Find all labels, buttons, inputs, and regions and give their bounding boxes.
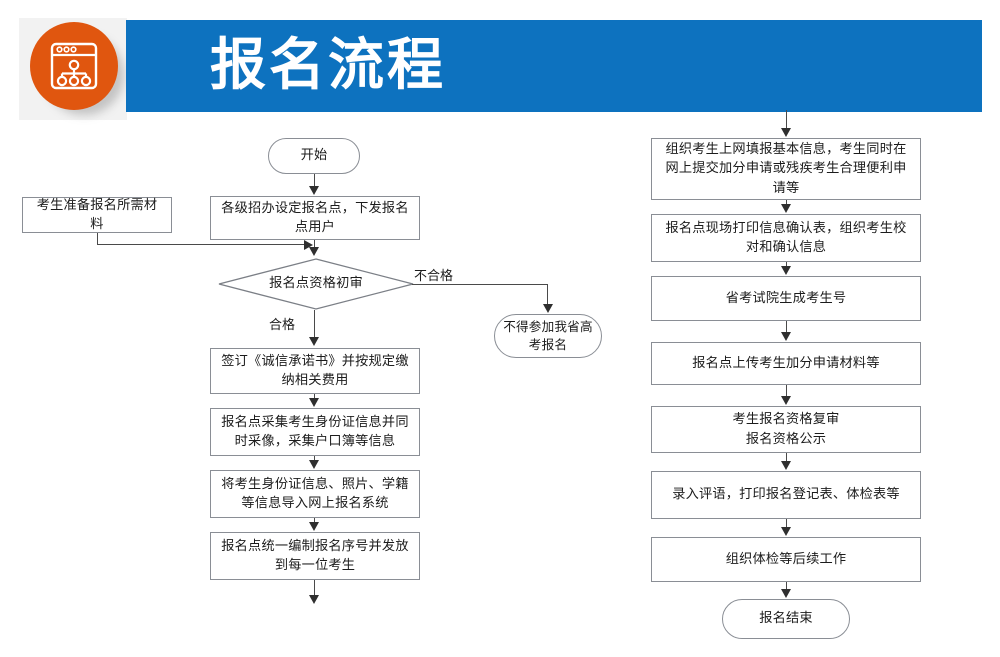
arrowhead-assign-to-next-column <box>309 595 319 604</box>
connector-set-points-to-decision <box>313 240 315 247</box>
arrowhead-prepare-join <box>304 239 313 250</box>
flow-node-first-review-label: 报名点资格初审 <box>269 276 363 292</box>
page-header: 报名流程 <box>0 0 1000 126</box>
flow-node-upload-bonus: 报名点上传考生加分申请材料等 <box>651 342 921 385</box>
flow-node-generate-no: 省考试院生成考生号 <box>651 276 921 321</box>
arrowhead-generate-to-upload <box>781 332 791 341</box>
arrowhead-fill-to-print <box>781 204 791 213</box>
connector-print-to-generate <box>785 262 787 267</box>
flow-node-sign-pledge: 签订《诚信承诺书》并按规定缴纳相关费用 <box>210 348 420 394</box>
org-chart-window-icon <box>30 22 118 110</box>
arrowhead-comments-to-organize <box>781 527 791 536</box>
arrowhead-entry-to-fill-online <box>781 128 791 137</box>
arrowhead-review-to-comments <box>781 461 791 470</box>
connector-fail-down <box>547 283 549 305</box>
connector-decision-pass <box>313 310 315 337</box>
flow-node-reject: 不得参加我省高考报名 <box>494 314 602 358</box>
connector-assign-to-next-column <box>313 580 315 596</box>
connector-prepare-right <box>97 243 305 245</box>
connector-organize-to-end <box>785 582 787 590</box>
flow-node-re-review: 考生报名资格复审 报名资格公示 <box>651 406 921 453</box>
flow-node-enter-comments: 录入评语，打印报名登记表、体检表等 <box>651 471 921 519</box>
arrowhead-import-to-assign <box>309 522 319 531</box>
flow-node-import-data: 将考生身份证信息、照片、学籍等信息导入网上报名系统 <box>210 470 420 518</box>
header-title-bar: 报名流程 <box>126 20 982 112</box>
flow-node-start: 开始 <box>268 138 360 174</box>
connector-comments-to-organize <box>785 519 787 528</box>
flow-node-end: 报名结束 <box>722 599 850 639</box>
flow-node-assign-no: 报名点统一编制报名序号并发放到每一位考生 <box>210 532 420 580</box>
connector-entry-to-fill-online <box>785 110 787 129</box>
flow-node-organize-exam: 组织体检等后续工作 <box>651 537 921 582</box>
connector-prepare-down <box>97 233 99 244</box>
connector-upload-to-review <box>785 385 787 397</box>
connector-import-to-assign <box>313 518 315 523</box>
edge-label-pass: 合格 <box>269 318 296 333</box>
flow-node-prepare-materials: 考生准备报名所需材料 <box>22 197 172 233</box>
arrowhead-organize-to-end <box>781 589 791 598</box>
flow-node-fill-online: 组织考生上网填报基本信息，考生同时在网上提交加分申请或残疾考生合理便利申请等 <box>651 138 921 200</box>
arrowhead-sign-to-collect <box>309 398 319 407</box>
flow-node-first-review: 报名点资格初审 <box>218 258 414 310</box>
arrowhead-print-to-generate <box>781 266 791 275</box>
arrowhead-upload-to-review <box>781 396 791 405</box>
page-title: 报名流程 <box>210 33 446 98</box>
connector-start-to-set-points <box>313 174 315 187</box>
connector-review-to-comments <box>785 453 787 462</box>
connector-fill-to-print <box>785 200 787 205</box>
arrowhead-collect-to-import <box>309 460 319 469</box>
connector-collect-to-import <box>313 456 315 461</box>
edge-label-fail: 不合格 <box>414 269 454 284</box>
connector-sign-to-collect <box>313 394 315 399</box>
flowchart: 开始 各级招办设定报名点，下发报名点用户 报名点资格初审 签订《诚信承诺书》并按… <box>0 110 1000 657</box>
flow-node-print-confirm: 报名点现场打印信息确认表，组织考生校对和确认信息 <box>651 214 921 262</box>
arrowhead-set-points-to-decision <box>309 247 319 256</box>
arrowhead-fail-to-reject <box>543 304 553 313</box>
connector-generate-to-upload <box>785 321 787 333</box>
flow-node-collect-id: 报名点采集考生身份证信息并同时采像，采集户口簿等信息 <box>210 408 420 456</box>
flow-node-set-points: 各级招办设定报名点，下发报名点用户 <box>210 196 420 240</box>
arrowhead-start-to-set-points <box>309 186 319 195</box>
arrowhead-pass-to-sign-pledge <box>309 337 319 346</box>
connector-decision-fail <box>412 283 548 285</box>
